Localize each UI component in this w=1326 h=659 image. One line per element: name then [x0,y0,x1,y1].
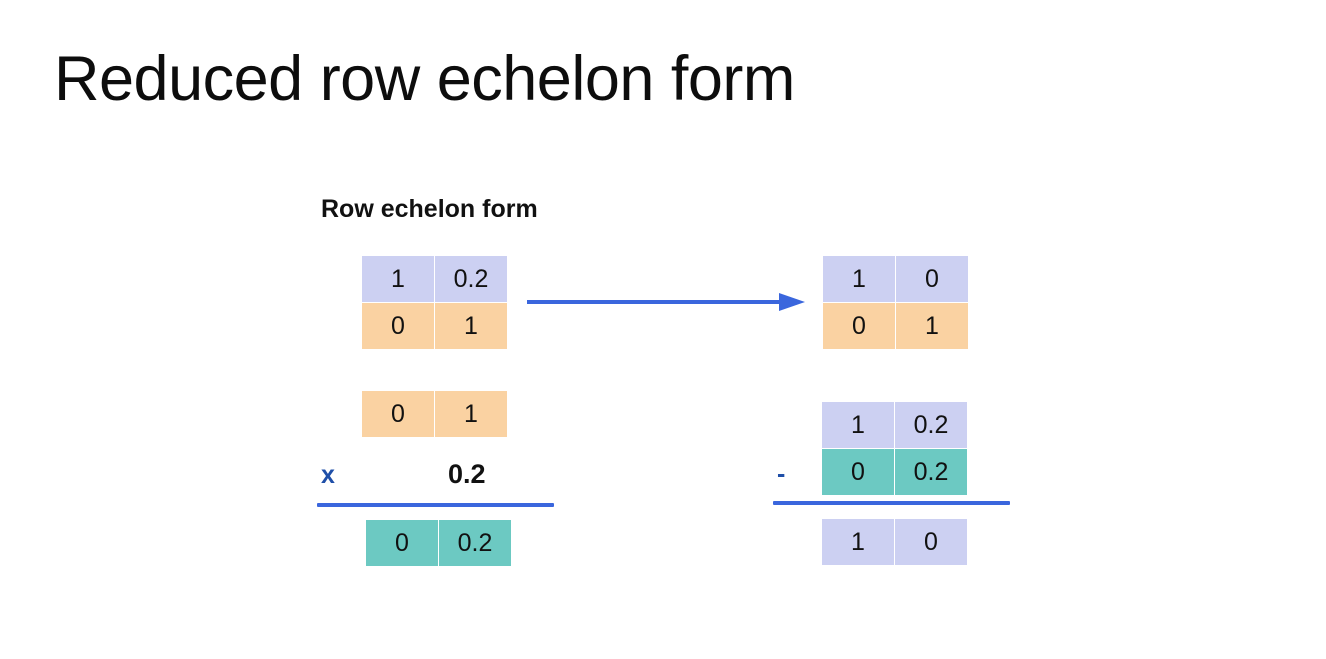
matrix-cell: 0.2 [435,256,507,302]
scale-result-row: 0 0.2 [366,520,511,566]
matrix-cell: 1 [362,256,434,302]
table-row: 1 0.2 [362,256,507,302]
section-caption-row-echelon-form: Row echelon form [321,195,538,223]
matrix-cell: 1 [435,303,507,349]
matrix-cell: 1 [822,519,894,565]
scale-operand-row: 0 1 [362,391,507,437]
row-echelon-matrix: 1 0.2 0 1 [362,256,507,349]
matrix-cell: 0.2 [439,520,511,566]
subtract-result-row: 1 0 [822,519,967,565]
matrix-cell: 1 [823,256,895,302]
matrix-cell: 1 [896,303,968,349]
table-row: 0 1 [362,303,507,349]
table-row: 0 0.2 [366,520,511,566]
left-operation-divider [317,503,554,507]
transform-arrow-icon [527,292,805,312]
matrix-cell: 0 [366,520,438,566]
matrix-cell: 0 [823,303,895,349]
matrix-cell: 0 [896,256,968,302]
table-row: 1 0 [823,256,968,302]
table-row: 0 1 [823,303,968,349]
matrix-cell: 0 [362,303,434,349]
reduced-row-echelon-matrix: 1 0 0 1 [823,256,968,349]
matrix-cell: 1 [435,391,507,437]
matrix-cell: 0.2 [895,449,967,495]
table-row: 1 0.2 [822,402,967,448]
right-operation-divider [773,501,1010,505]
matrix-cell: 1 [822,402,894,448]
table-row: 0 0.2 [822,449,967,495]
minus-operator: - [777,460,786,488]
matrix-cell: 0 [362,391,434,437]
subtract-operand-matrix: 1 0.2 0 0.2 [822,402,967,495]
page-title: Reduced row echelon form [54,44,795,114]
matrix-cell: 0 [895,519,967,565]
matrix-cell: 0 [822,449,894,495]
matrix-cell: 0.2 [895,402,967,448]
multiply-operator: x [321,461,335,489]
table-row: 1 0 [822,519,967,565]
scale-factor-value: 0.2 [448,459,486,489]
table-row: 0 1 [362,391,507,437]
